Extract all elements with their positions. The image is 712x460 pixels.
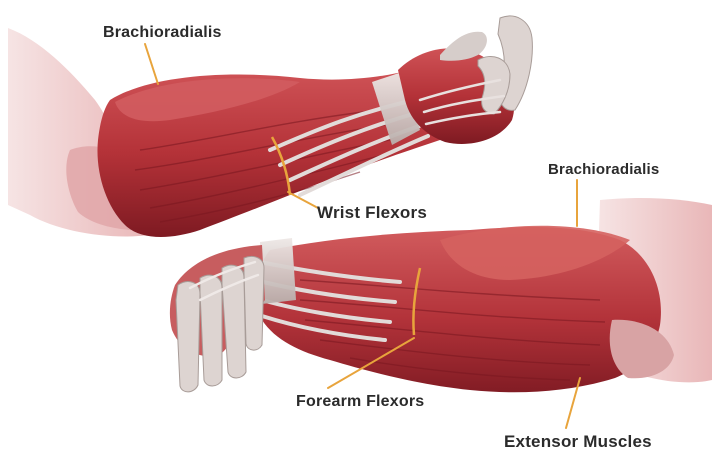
lower-wrist-retinaculum (260, 238, 296, 304)
label-brachioradialis-top: Brachioradialis (103, 24, 222, 42)
label-extensor-muscles: Extensor Muscles (504, 432, 652, 452)
label-brachioradialis-right: Brachioradialis (548, 161, 659, 178)
label-wrist-flexors: Wrist Flexors (317, 203, 427, 223)
label-forearm-flexors: Forearm Flexors (296, 393, 424, 411)
lower-arm-illustration (170, 198, 712, 392)
upper-arm-illustration (8, 16, 532, 237)
leader-brachioradialis-top (145, 44, 158, 84)
